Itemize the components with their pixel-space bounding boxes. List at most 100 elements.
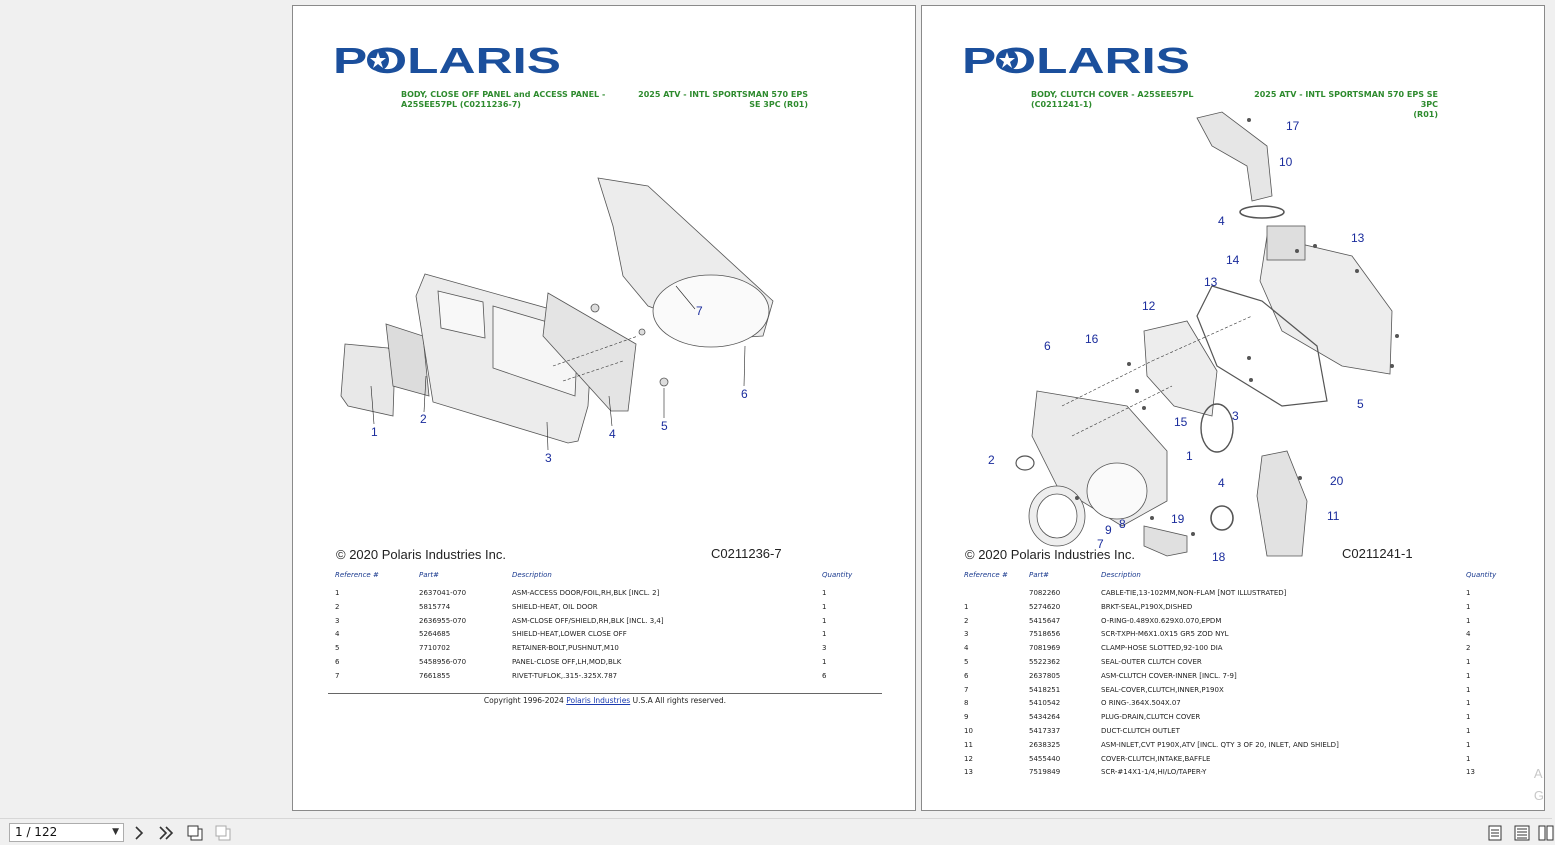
next-page-icon[interactable]	[130, 824, 148, 842]
quantity-cell: 1	[1466, 699, 1471, 708]
quantity-cell: 1	[1466, 671, 1471, 680]
ref-cell: 13	[964, 768, 973, 777]
part-number-cell: 7082260	[1029, 589, 1061, 597]
description-cell: O RING-.364X.504X.07	[1101, 699, 1181, 708]
quantity-cell: 4	[1466, 630, 1471, 639]
callout-4: 4	[1218, 476, 1225, 490]
document-viewer: POLARIS BODY, CLOSE OFF PANEL and ACCESS…	[292, 5, 1545, 811]
model-title: 2025 ATV - INTL SPORTSMAN 570 EPS SE 3PC…	[638, 90, 808, 109]
callout-17: 17	[1286, 119, 1300, 133]
description-cell: SEAL-COVER,CLUTCH,INNER,P190X	[1101, 685, 1224, 694]
description-cell: SHIELD-HEAT,LOWER CLOSE OFF	[512, 630, 627, 639]
diagram-code: C0211236-7	[711, 546, 782, 561]
ref-cell: 8	[964, 699, 969, 708]
callout-15: 15	[1174, 415, 1188, 429]
cvt-inlet-part	[1256, 450, 1308, 557]
part-number-cell: 5434264	[1029, 713, 1061, 722]
pdf-page-2: POLARIS BODY, CLUTCH COVER - A25SEE57PL …	[921, 5, 1545, 811]
callout-11: 11	[1327, 509, 1340, 523]
polaris-logo: POLARIS	[962, 40, 1190, 81]
part-number-cell: 5455440	[1029, 754, 1061, 763]
copy-pages-icon[interactable]	[186, 824, 204, 842]
callout-10: 10	[1279, 155, 1293, 169]
part-number-cell: 7519849	[1029, 768, 1061, 777]
outlet-duct-part	[1196, 111, 1273, 202]
description-cell: CABLE-TIE,13-102MM,NON-FLAM [NOT ILLUSTR…	[1101, 589, 1287, 597]
quantity-cell: 1	[1466, 602, 1471, 611]
callout-14: 14	[1226, 253, 1240, 267]
access-door-part	[340, 343, 396, 417]
part-number-cell: 7710702	[419, 644, 451, 653]
description-cell: SHIELD-HEAT, OIL DOOR	[512, 602, 598, 611]
callout-3: 3	[545, 451, 552, 465]
ref-cell: 4	[964, 644, 969, 653]
callout-19: 19	[1171, 512, 1185, 526]
last-page-icon[interactable]	[157, 824, 175, 842]
ref-cell: 7	[964, 685, 969, 694]
quantity-cell: 1	[822, 630, 827, 639]
single-page-view-icon[interactable]	[1486, 824, 1504, 842]
callout-12: 12	[1142, 299, 1156, 313]
polaris-industries-link[interactable]: Polaris Industries	[566, 696, 631, 705]
copyright-notice: © 2020 Polaris Industries Inc.	[965, 547, 1135, 562]
quantity-cell: 1	[822, 589, 827, 597]
ref-cell: 3	[964, 630, 969, 639]
quantity-cell: 1	[1466, 740, 1471, 749]
callout-16: 16	[1085, 332, 1099, 346]
part-number-cell: 5274620	[1029, 602, 1061, 611]
callout-3: 3	[1232, 409, 1239, 423]
ref-cell: 7	[335, 671, 340, 680]
callout-7: 7	[1097, 537, 1104, 551]
continuous-view-icon[interactable]	[1513, 824, 1531, 842]
model-title: 2025 ATV - INTL SPORTSMAN 570 EPS SE 3PC…	[1254, 90, 1438, 119]
part-number-cell: 5815774	[419, 602, 451, 611]
callout-6: 6	[1044, 339, 1051, 353]
quantity-cell: 13	[1466, 768, 1475, 777]
ref-cell: 11	[964, 740, 973, 749]
callout-13: 13	[1204, 275, 1218, 289]
description-cell: RIVET-TUFLOK,.315-.325X.787	[512, 671, 618, 680]
callout-2: 2	[420, 412, 427, 426]
callout-9: 9	[1105, 523, 1112, 537]
description-cell: O-RING-0.489X0.629X0.070,EPDM	[1101, 616, 1222, 625]
part-number-cell: 7518656	[1029, 630, 1061, 639]
ref-cell: 2	[335, 602, 340, 611]
ref-cell: 2	[964, 616, 969, 625]
two-page-view-icon[interactable]	[1537, 824, 1555, 842]
quantity-cell: 1	[1466, 713, 1471, 722]
diagram-title: BODY, CLOSE OFF PANEL and ACCESS PANEL -…	[401, 90, 606, 109]
quantity-cell: 3	[822, 644, 827, 653]
quantity-cell: 1	[1466, 685, 1471, 694]
part-number-cell: 5418251	[1029, 685, 1061, 694]
ref-cell: 3	[335, 616, 340, 625]
quantity-cell: 1	[1466, 616, 1471, 625]
callout-4: 4	[609, 427, 616, 441]
page-number-select[interactable]: 1 / 122 ▼	[9, 823, 124, 842]
watermark-ghost-text: A G	[1533, 766, 1544, 803]
description-cell: ASM-ACCESS DOOR/FOIL,RH,BLK [INCL. 2]	[512, 589, 660, 597]
ref-cell: 9	[964, 713, 969, 722]
chevron-down-icon[interactable]: ▼	[112, 827, 119, 837]
description-cell: DUCT-CLUTCH OUTLET	[1101, 726, 1180, 735]
outer-seal-part	[1196, 285, 1328, 407]
ref-cell: 12	[964, 754, 973, 763]
callout-6: 6	[741, 387, 748, 401]
table-rule	[328, 693, 882, 694]
quantity-cell: 1	[1466, 657, 1471, 666]
polaris-logo: POLARIS	[333, 40, 561, 81]
callout-1: 1	[371, 425, 378, 439]
ref-cell: 1	[335, 589, 340, 597]
part-number-cell: 7661855	[419, 671, 451, 680]
description-cell: RETAINER-BOLT,PUSHNUT,M10	[512, 644, 619, 653]
part-number-cell: 5458956-070	[419, 657, 467, 666]
paste-pages-icon[interactable]	[214, 824, 232, 842]
quantity-cell: 1	[822, 616, 827, 625]
description-cell: BRKT-SEAL,P190X,DISHED	[1101, 602, 1193, 611]
seal-bracket-part	[1143, 525, 1188, 557]
callout-2: 2	[988, 453, 995, 467]
description-cell: CLAMP-HOSE SLOTTED,92-100 DIA	[1101, 644, 1223, 653]
callout-20: 20	[1330, 474, 1344, 488]
ref-cell: 5	[335, 644, 340, 653]
part-number-cell: 2637041-070	[419, 589, 467, 597]
callout-8: 8	[1119, 517, 1126, 531]
